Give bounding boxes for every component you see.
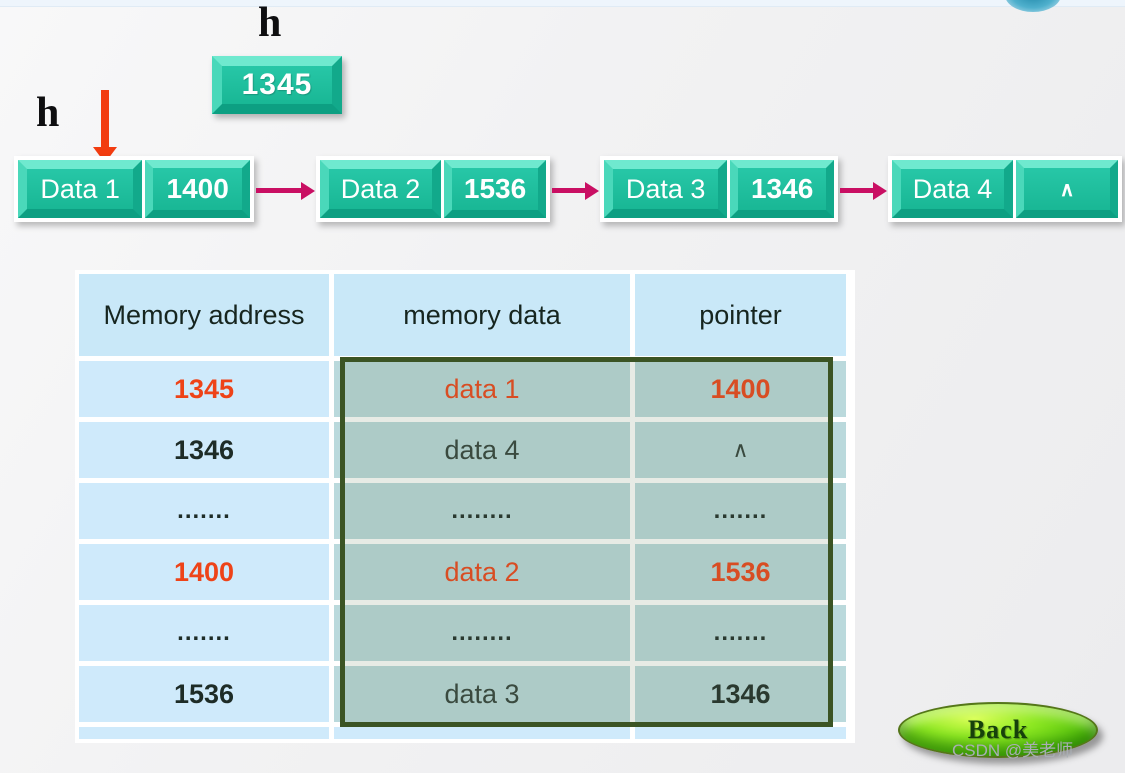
node-4-data-box: Data 4 <box>892 160 1014 218</box>
table-cell-data: ........ <box>334 605 630 661</box>
node-1-data-label: Data 1 <box>40 173 120 204</box>
back-button-label: Back <box>967 715 1029 744</box>
node-3-pointer-box: 1346 <box>730 160 834 218</box>
col-header-memory-data: memory data <box>334 274 630 356</box>
head-label-left: h <box>36 90 60 136</box>
node-2-pointer-value: 1536 <box>463 173 527 204</box>
table-footer-strip <box>334 727 630 739</box>
node-4-null-pointer: ∧ <box>1059 178 1075 201</box>
link-arrow-1-icon <box>256 181 315 200</box>
table-cell-pointer: 1346 <box>635 666 846 722</box>
highlight-rectangle <box>340 357 833 727</box>
table-cell-data: data 4 <box>334 422 630 478</box>
head-address-value: 1345 <box>241 68 313 101</box>
table-cell-pointer: ....... <box>635 483 846 539</box>
head-down-arrow-icon <box>93 90 117 163</box>
corner-circle-ornament <box>1005 0 1061 12</box>
table-cell-address: ....... <box>79 483 329 539</box>
link-arrow-3-icon <box>840 181 887 200</box>
table-cell-address: 1536 <box>79 666 329 722</box>
list-node-1: Data 1 1400 <box>14 156 254 222</box>
head-label-top: h <box>258 0 282 46</box>
node-3-pointer-value: 1346 <box>750 173 814 204</box>
table-cell-pointer: ∧ <box>635 422 846 478</box>
table-cell-data: data 2 <box>334 544 630 600</box>
table-cell-address: 1345 <box>79 361 329 417</box>
table-cell-data: ........ <box>334 483 630 539</box>
watermark-text: CSDN @美老师 <box>952 741 1074 760</box>
node-4-pointer-box: ∧ <box>1016 160 1118 218</box>
table-cell-pointer: ....... <box>635 605 846 661</box>
node-2-data-box: Data 2 <box>320 160 442 218</box>
node-4-data-label: Data 4 <box>912 173 993 204</box>
list-node-2: Data 2 1536 <box>316 156 550 222</box>
node-2-pointer-box: 1536 <box>444 160 546 218</box>
head-address-box: 1345 <box>212 56 342 114</box>
link-arrow-2-icon <box>552 181 599 200</box>
table-footer-strip <box>635 727 846 739</box>
table-cell-address: ....... <box>79 605 329 661</box>
node-1-pointer-value: 1400 <box>166 173 229 204</box>
top-edge-strip <box>0 0 1125 7</box>
list-node-3: Data 3 1346 <box>600 156 838 222</box>
node-1-pointer-box: 1400 <box>145 160 250 218</box>
node-3-data-label: Data 3 <box>625 173 706 204</box>
table-footer-strip <box>79 727 329 739</box>
table-cell-data: data 1 <box>334 361 630 417</box>
table-cell-pointer: 1400 <box>635 361 846 417</box>
node-2-data-label: Data 2 <box>340 173 421 204</box>
back-button[interactable]: Back <box>898 702 1098 758</box>
memory-table: Memory address memory data pointer 1345 … <box>75 270 855 743</box>
col-header-pointer: pointer <box>635 274 846 356</box>
node-1-data-box: Data 1 <box>18 160 143 218</box>
table-cell-address: 1400 <box>79 544 329 600</box>
node-3-data-box: Data 3 <box>604 160 728 218</box>
table-cell-data: data 3 <box>334 666 630 722</box>
table-cell-address: 1346 <box>79 422 329 478</box>
list-node-4: Data 4 ∧ <box>888 156 1122 222</box>
col-header-memory-address: Memory address <box>79 274 329 356</box>
table-cell-pointer: 1536 <box>635 544 846 600</box>
